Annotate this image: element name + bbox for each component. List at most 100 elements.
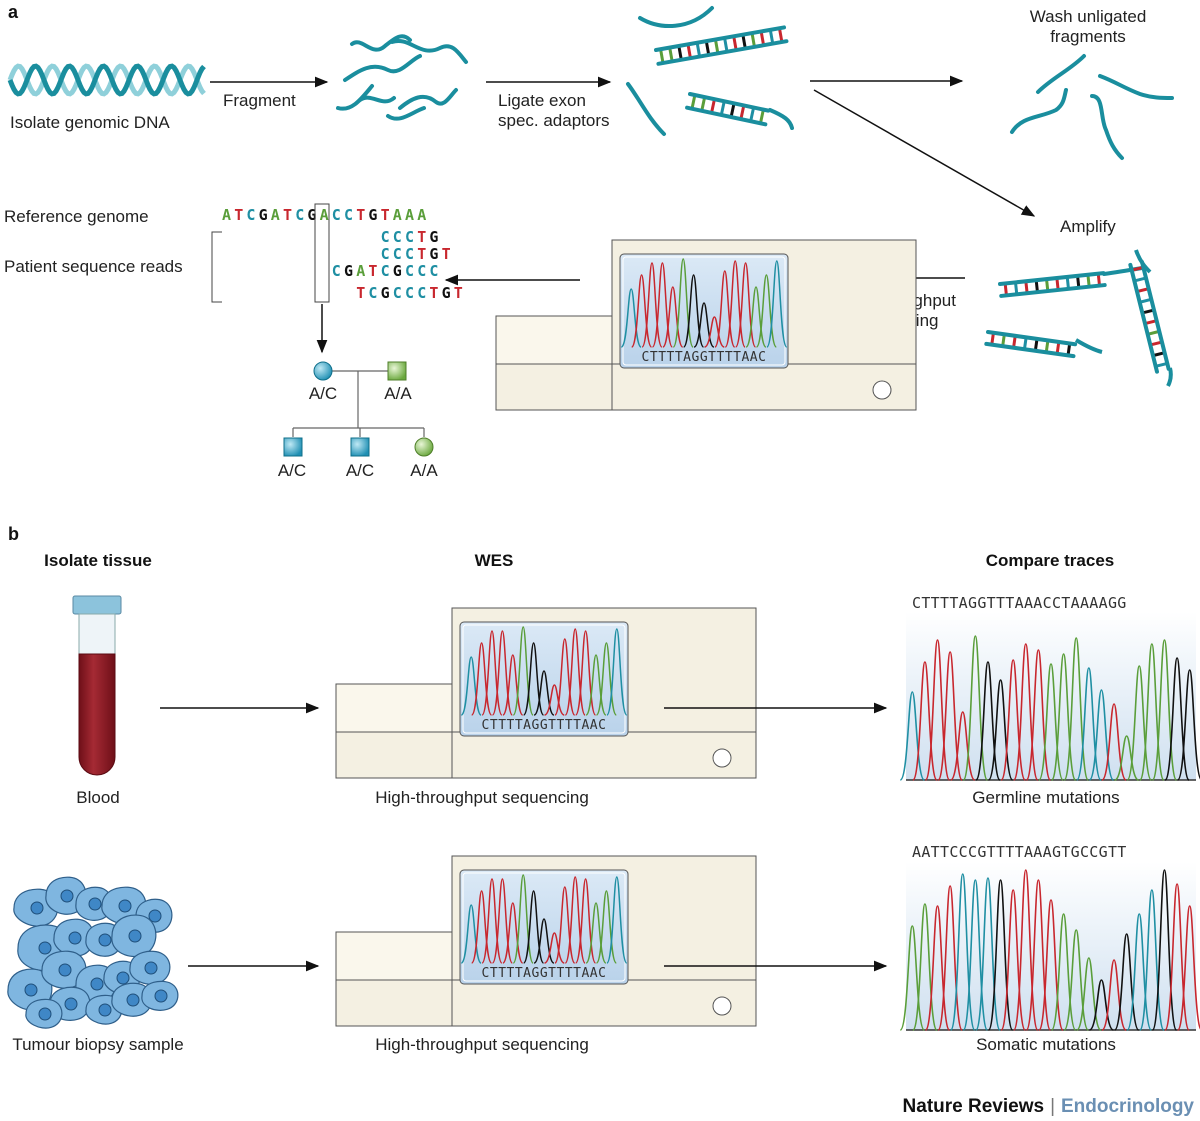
alignment-base: A bbox=[417, 206, 426, 224]
ligate-label-line2: spec. adaptors bbox=[498, 111, 610, 130]
alignment-base: C bbox=[344, 206, 353, 224]
alignment-base: G bbox=[429, 245, 438, 263]
genomic-dna-helix bbox=[7, 63, 206, 97]
amplify-arrow bbox=[813, 89, 1036, 217]
alignment-base: T bbox=[356, 206, 365, 224]
pedigree-affected-son-1 bbox=[283, 437, 303, 457]
amplified-fragments bbox=[984, 249, 1173, 387]
alignment-base: C bbox=[405, 262, 414, 280]
journal-separator: | bbox=[1050, 1096, 1055, 1117]
tumour-cells bbox=[7, 876, 179, 1029]
blood-label: Blood bbox=[76, 788, 119, 807]
sequencer-machine-b2: CTTTTAGGTTTTAAC bbox=[335, 855, 757, 1027]
dna-fragments bbox=[336, 34, 468, 121]
ligated-fragments bbox=[626, 6, 794, 136]
alignment-base: G bbox=[393, 262, 402, 280]
alignment-base: G bbox=[307, 206, 316, 224]
pedigree-unaffected-daughter bbox=[414, 437, 434, 457]
sequencer-machine-a: CTTTTAGGTTTTAAC bbox=[495, 239, 917, 411]
amplify-label: Amplify bbox=[1060, 217, 1116, 236]
alignment-base: G bbox=[368, 206, 377, 224]
journal-credit: Nature Reviews| Endocrinology bbox=[903, 1096, 1195, 1117]
sequencer-readout: CTTTTAGGTTTTAAC bbox=[482, 718, 607, 733]
header-wes: WES bbox=[475, 551, 514, 570]
patient-reads-label: Patient sequence reads bbox=[4, 257, 183, 276]
journal-section: Endocrinology bbox=[1061, 1096, 1194, 1117]
pedigree-affected-son-2 bbox=[350, 437, 370, 457]
alignment-base: T bbox=[429, 284, 438, 302]
variant-highlight-box bbox=[314, 203, 330, 303]
wash-label-line1: Wash unligated bbox=[1030, 7, 1147, 26]
reads-bracket bbox=[211, 231, 222, 303]
pedigree: A/C A/A A/C A/C A/A bbox=[278, 361, 438, 480]
fragment-label: Fragment bbox=[223, 91, 296, 110]
alignment-base: C bbox=[381, 228, 390, 246]
alignment-base: C bbox=[393, 284, 402, 302]
alignment-base: G bbox=[259, 206, 268, 224]
alignment-base: C bbox=[332, 262, 341, 280]
tumour-label: Tumour biopsy sample bbox=[12, 1035, 183, 1054]
genotype-child1: A/C bbox=[278, 461, 306, 480]
genotype-child3: A/A bbox=[410, 461, 438, 480]
somatic-trace bbox=[899, 862, 1200, 1031]
alignment-base: C bbox=[393, 228, 402, 246]
alignment-base: C bbox=[393, 245, 402, 263]
alignment-base: T bbox=[442, 245, 451, 263]
alignment-base: T bbox=[381, 206, 390, 224]
alignment-base: C bbox=[417, 284, 426, 302]
alignment-base: C bbox=[405, 284, 414, 302]
alignment-base: T bbox=[283, 206, 292, 224]
germline-trace-sequence: CTTTTAGGTTTAAACCTAAAAGG bbox=[912, 594, 1127, 612]
somatic-label: Somatic mutations bbox=[976, 1035, 1116, 1054]
panel-b-label: b bbox=[8, 524, 19, 544]
alignment-base: C bbox=[429, 262, 438, 280]
alignment-base: T bbox=[356, 284, 365, 302]
pedigree-unaffected-male bbox=[387, 361, 407, 381]
unligated-fragments bbox=[1010, 54, 1174, 160]
alignment-base: C bbox=[417, 262, 426, 280]
isolate-genomic-dna-label: Isolate genomic DNA bbox=[10, 113, 170, 132]
alignment-base: T bbox=[368, 262, 377, 280]
blood-tube bbox=[72, 595, 122, 776]
genotype-parent2: A/A bbox=[384, 384, 412, 403]
alignment-base: G bbox=[429, 228, 438, 246]
alignment-base: C bbox=[332, 206, 341, 224]
wash-label-line2: fragments bbox=[1050, 27, 1126, 46]
header-compare-traces: Compare traces bbox=[986, 551, 1115, 570]
alignment-base: A bbox=[271, 206, 280, 224]
row2-machine-label: High-throughput sequencing bbox=[375, 1035, 589, 1054]
alignment-base: G bbox=[344, 262, 353, 280]
somatic-trace-sequence: AATTCCCGTTTTAAAGTGCCGTT bbox=[912, 843, 1127, 861]
sequencer-readout: CTTTTAGGTTTTAAC bbox=[642, 350, 767, 365]
header-isolate-tissue: Isolate tissue bbox=[44, 551, 152, 570]
alignment-base: T bbox=[234, 206, 243, 224]
alignment-base: C bbox=[295, 206, 304, 224]
alignment-base: T bbox=[454, 284, 463, 302]
alignment-base: C bbox=[368, 284, 377, 302]
germline-trace bbox=[899, 612, 1200, 781]
alignment-base: C bbox=[381, 245, 390, 263]
alignment-base: A bbox=[320, 206, 329, 224]
sequencer-readout: CTTTTAGGTTTTAAC bbox=[482, 966, 607, 981]
genotype-parent1: A/C bbox=[309, 384, 337, 403]
alignment-base: A bbox=[222, 206, 231, 224]
alignment-base: A bbox=[393, 206, 402, 224]
sequencer-machine-b1: CTTTTAGGTTTTAAC bbox=[335, 607, 757, 779]
row1-machine-label: High-throughput sequencing bbox=[375, 788, 589, 807]
alignment-base: C bbox=[246, 206, 255, 224]
alignment-base: C bbox=[405, 228, 414, 246]
alignment-base: A bbox=[405, 206, 414, 224]
journal-name: Nature Reviews bbox=[903, 1096, 1045, 1117]
germline-label: Germline mutations bbox=[972, 788, 1119, 807]
alignment-base: C bbox=[381, 262, 390, 280]
alignment-base: G bbox=[442, 284, 451, 302]
alignment-base: C bbox=[405, 245, 414, 263]
panel-a-label: a bbox=[8, 2, 19, 22]
pedigree-affected-female bbox=[313, 361, 333, 381]
alignment-base: T bbox=[417, 245, 426, 263]
alignment-base: G bbox=[381, 284, 390, 302]
alignment-base: T bbox=[417, 228, 426, 246]
